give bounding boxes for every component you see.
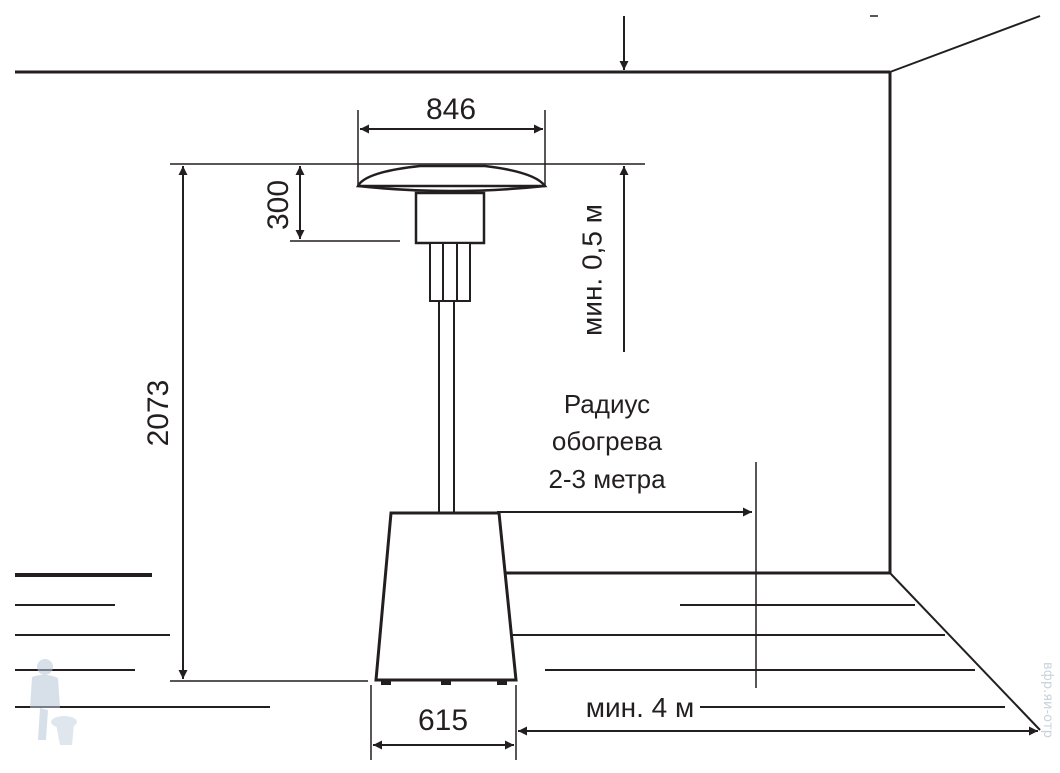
logo-leg [38, 708, 48, 740]
min-wall-label: мин. 4 м [586, 692, 695, 723]
base-foot [381, 680, 391, 685]
dimension-300: 300 [262, 166, 400, 242]
heater-pole [438, 300, 455, 514]
radius-line-3: 2-3 метра [548, 464, 666, 494]
logo-body [30, 674, 60, 708]
base-width-label: 615 [418, 704, 468, 737]
burner-neck [429, 242, 471, 302]
heating-radius: Радиус обогрева 2-3 метра [497, 389, 757, 688]
radius-line-1: Радиус [564, 389, 650, 419]
dimension-2073: 2073 [142, 166, 368, 682]
radius-line-2: обогрева [552, 426, 663, 456]
floor-perspective-line [889, 572, 1041, 731]
head-height-label: 300 [262, 180, 295, 230]
dimension-846: 846 [357, 93, 546, 186]
watermark-text: вфр.яи-отр [1040, 662, 1055, 738]
logo-toilet-base [56, 724, 74, 745]
patio-heater [355, 164, 548, 685]
room-outline [15, 15, 1041, 731]
dimension-wall-clearance: мин. 4 м [518, 692, 1038, 736]
total-height-label: 2073 [142, 380, 175, 447]
min-ceiling-label: мин. 0,5 м [576, 204, 607, 336]
heater-base [374, 511, 518, 682]
burner-head [414, 191, 486, 245]
ceiling-perspective-line [889, 15, 1041, 73]
base-foot [441, 680, 451, 685]
floor-hatching [15, 573, 1005, 708]
dimension-615: 615 [370, 685, 517, 760]
reflector-bottom-edge [357, 184, 546, 193]
logo-head [37, 659, 53, 675]
dimension-ceiling-clearance: мин. 0,5 м [576, 16, 629, 352]
heater-reflector [355, 164, 548, 188]
watermark-logo [30, 659, 77, 745]
width-top-label: 846 [426, 93, 476, 126]
base-foot [497, 680, 507, 685]
